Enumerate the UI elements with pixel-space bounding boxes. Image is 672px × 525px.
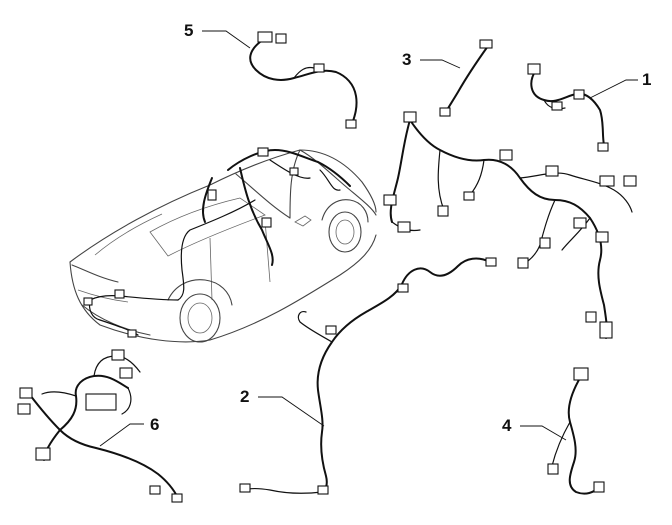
leader-line-2 xyxy=(258,396,325,427)
part-2-harness xyxy=(239,257,497,495)
callout-1: 1 xyxy=(642,70,651,89)
car-installed-harness xyxy=(83,147,351,338)
leader-line-4 xyxy=(520,425,567,441)
callout-5: 5 xyxy=(184,21,193,40)
leader-lines xyxy=(99,30,638,447)
part-3-harness xyxy=(439,39,493,117)
part-1-harness xyxy=(527,63,609,152)
leader-line-3 xyxy=(420,59,461,69)
callout-6: 6 xyxy=(150,415,159,434)
callout-4: 4 xyxy=(502,416,512,435)
part-6-harness xyxy=(17,349,183,503)
part-5-harness xyxy=(249,31,358,129)
leader-line-5 xyxy=(202,30,251,49)
part-4-harness xyxy=(547,367,605,495)
car-illustration xyxy=(69,149,377,343)
main-dashboard-harness xyxy=(383,111,637,339)
leader-line-6 xyxy=(99,423,144,447)
callout-3: 3 xyxy=(402,50,411,69)
leader-line-1 xyxy=(589,79,638,99)
callout-2: 2 xyxy=(240,387,249,406)
